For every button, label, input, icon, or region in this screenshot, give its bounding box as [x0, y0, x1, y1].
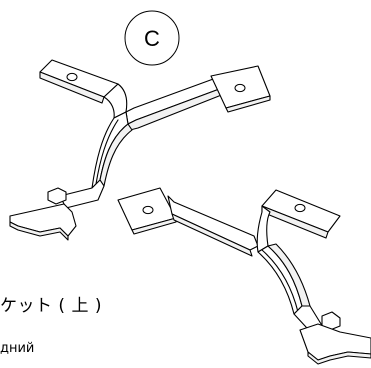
upper-bracket-right-hole	[234, 83, 246, 93]
lower-bracket-left-hole	[142, 205, 154, 215]
lower-bracket-left-plate-edge	[131, 217, 177, 235]
callout-letter: C	[144, 26, 160, 51]
lower-bracket-foot-edge	[307, 351, 371, 365]
lower-bracket-right-hole	[294, 203, 306, 213]
upper-bracket-left-plate-edge	[39, 71, 105, 104]
lower-bracket-arm-side	[171, 213, 253, 257]
upper-bracket-leg-inner-line	[95, 119, 119, 185]
upper-bracket	[9, 59, 271, 241]
lower-bracket-bend	[256, 205, 271, 253]
caption-japanese: ケット ( 上 )	[0, 296, 102, 316]
upper-bracket-foot-edge	[9, 221, 69, 241]
caption-russian: дний	[0, 341, 35, 356]
upper-bracket-clip	[47, 187, 67, 205]
lower-bracket-leg-inner-line	[261, 249, 299, 313]
upper-bracket-right-plate-edge	[225, 95, 271, 113]
lower-bracket	[117, 187, 371, 365]
upper-bracket-foot-neck	[59, 179, 105, 209]
callout-marker: C	[124, 10, 180, 66]
upper-bracket-left-hole	[66, 72, 78, 82]
